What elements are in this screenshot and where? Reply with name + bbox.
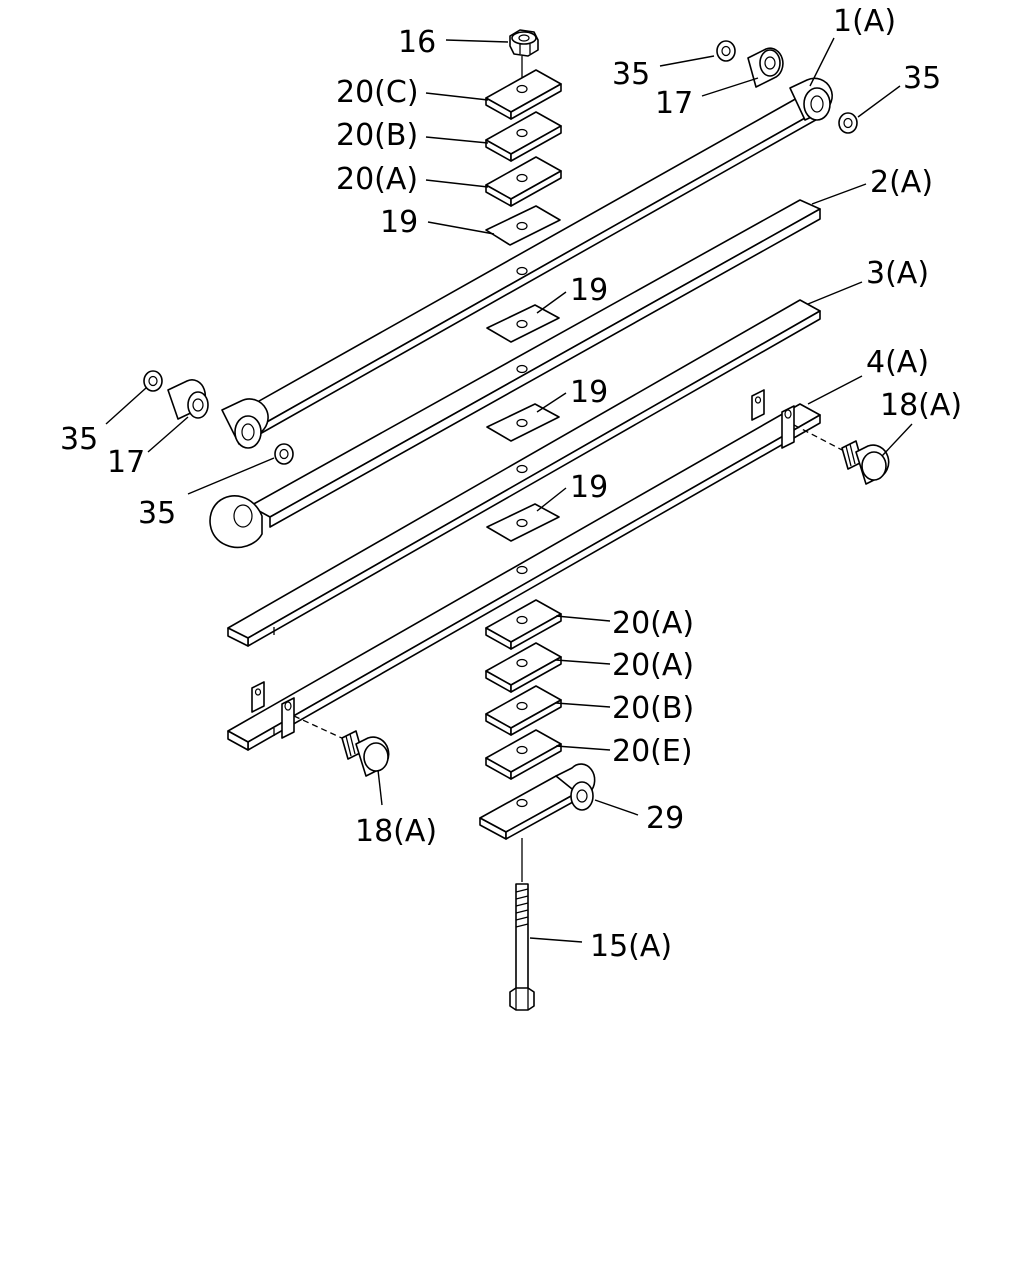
label-20a-low1: 20(A) <box>612 606 694 641</box>
shim-20b-top <box>485 111 562 162</box>
main-leaf-1a <box>221 77 833 449</box>
shim-20c <box>485 69 562 120</box>
bushing-17-top <box>747 47 784 88</box>
bolt-18a-left <box>341 730 390 777</box>
label-35-lower: 35 <box>138 496 176 531</box>
label-20b-top: 20(B) <box>336 118 418 153</box>
leaf-4a <box>227 389 821 751</box>
label-29: 29 <box>646 801 684 836</box>
label-19-c: 19 <box>570 470 608 505</box>
label-16: 16 <box>398 25 436 60</box>
label-19-a: 19 <box>570 273 608 308</box>
shim-20a-top <box>485 156 562 207</box>
label-19-b: 19 <box>570 375 608 410</box>
label-1a: 1(A) <box>833 4 896 39</box>
leaf-4-left-clip <box>251 681 295 739</box>
label-35-top-right: 35 <box>903 61 941 96</box>
label-17-left: 17 <box>107 445 145 480</box>
leaf-4-right-clip <box>751 389 795 449</box>
leader-lines <box>105 37 913 943</box>
liner-19-top <box>485 205 561 246</box>
liner-19-c <box>486 503 560 542</box>
leaf-2a <box>209 199 821 549</box>
label-15a: 15(A) <box>590 929 672 964</box>
shim-20a-low1 <box>485 599 562 650</box>
label-20c: 20(C) <box>336 75 419 110</box>
label-2a: 2(A) <box>870 165 933 200</box>
liner-19-a <box>486 304 560 343</box>
label-3a: 3(A) <box>866 256 929 291</box>
washer-35-top-left <box>716 40 736 62</box>
label-35-top-left: 35 <box>612 57 650 92</box>
label-20b-low: 20(B) <box>612 691 694 726</box>
shim-20a-low2 <box>485 642 562 693</box>
leaf-2-wrap-eye <box>209 495 263 549</box>
label-18a-right: 18(A) <box>880 388 962 423</box>
leaf-3a <box>227 299 821 647</box>
bolt-18a-right <box>841 440 890 485</box>
spring-seat-29 <box>479 763 596 840</box>
liner-19-b <box>486 403 560 442</box>
bushing-17-left <box>167 379 209 420</box>
shim-20b-low <box>485 685 562 736</box>
label-17-top: 17 <box>655 86 693 121</box>
main-leaf-right-eye <box>789 77 833 121</box>
center-bolt-15a <box>509 883 535 1011</box>
label-18a-left: 18(A) <box>355 814 437 849</box>
label-20a-top: 20(A) <box>336 162 418 197</box>
washer-35-left <box>143 370 163 392</box>
label-19-top: 19 <box>380 205 418 240</box>
label-35-left: 35 <box>60 422 98 457</box>
nut-16 <box>509 29 539 57</box>
main-leaf-left-eye <box>221 398 269 449</box>
label-4a: 4(A) <box>866 345 929 380</box>
label-20a-low2: 20(A) <box>612 648 694 683</box>
washer-35-lower <box>274 443 294 465</box>
label-20e: 20(E) <box>612 734 693 769</box>
shim-20e <box>485 729 562 780</box>
washer-35-top-right <box>838 112 858 134</box>
